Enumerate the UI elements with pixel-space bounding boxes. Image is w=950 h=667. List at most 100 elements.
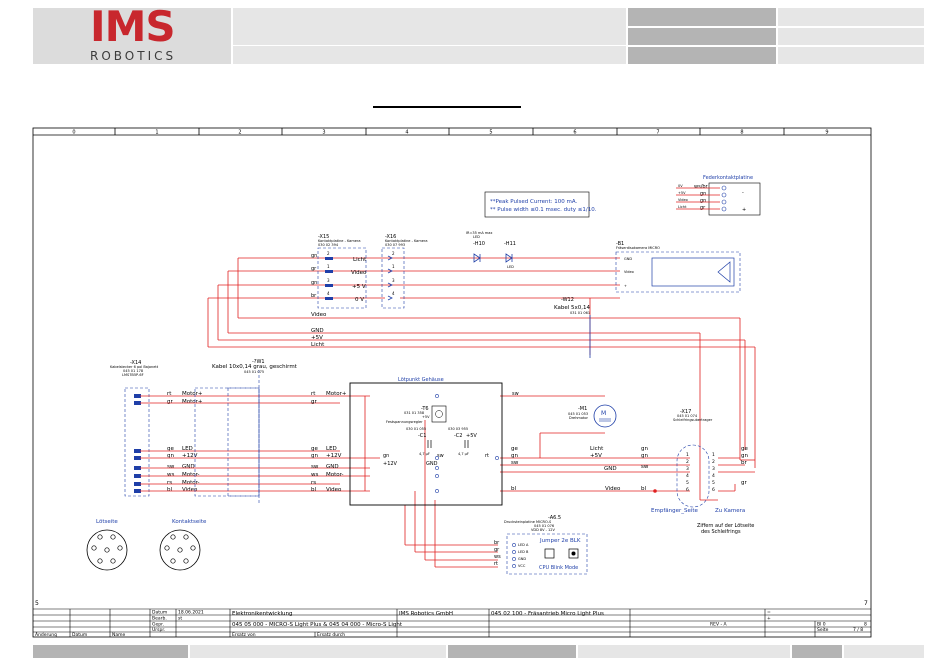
housing-sw-top: sw [512, 391, 519, 397]
x17-kamera-label: Zu Kamera [715, 508, 745, 514]
b1-ref: -B1 [616, 241, 624, 247]
c2-ref: -C2 [454, 433, 462, 439]
x16-pin: 3 [392, 278, 395, 283]
logo-robotics-text: ROBOTICS [90, 49, 177, 63]
a65-pin: GND [518, 557, 526, 561]
footer-field-4 [578, 645, 790, 658]
x14-desc1: Kabelstecker 6 pol Bajonett [110, 365, 159, 369]
x17-out-color: br [741, 460, 747, 466]
led-spec1: IR=35 mA max [466, 231, 493, 235]
x15-pin: 3 [327, 278, 330, 283]
right-signal: Video [605, 486, 621, 492]
x17-pin: 2 [712, 459, 715, 465]
bus-video-label: Video [311, 312, 327, 318]
led-h11-ref: -H11 [504, 241, 516, 247]
tb-seite-n: 7 / 8 [853, 627, 863, 633]
x14-color: ws [167, 472, 174, 478]
loetseite-label: Lötseite [96, 519, 118, 525]
tb-company: IMS Robotics GmbH [399, 611, 453, 617]
x17-pin: 5 [712, 480, 715, 486]
x15-desc2: 030 02 394 [318, 243, 339, 247]
w12-desc: Kabel 5x0,14 [554, 305, 591, 311]
x17-out-color: gr [741, 480, 747, 486]
x17-ziffern-2: des Schleifrings [701, 529, 741, 535]
connector-loetseite: Lötseite [86, 519, 128, 571]
mid-signal: LED [326, 446, 337, 452]
x16-pin: 4 [392, 291, 395, 296]
tb-ersatz-von: Ersatz von [232, 632, 256, 638]
right-signal: GND [604, 466, 617, 472]
x17-pin: 1 [686, 452, 689, 458]
x14-signal: Motor- [182, 480, 200, 486]
x14-color: rt [167, 391, 172, 397]
w1-desc: Kabel 10x0,14 grau, geschirmt [212, 364, 298, 370]
x17-num: 045 01 074 [677, 414, 698, 418]
tb-bearb-label: Bearb. [152, 616, 167, 622]
x17-desc: Schleifringsubertrager [673, 418, 713, 422]
footer-field-1 [33, 645, 188, 658]
header-logo-panel [33, 8, 231, 64]
x15-signal: Video [351, 270, 367, 276]
c2-volt: +5V [466, 433, 477, 439]
footer-field-3 [448, 645, 576, 658]
x14-signal: Motor- [182, 472, 200, 478]
tb-urspr-label: Urspr. [152, 627, 165, 633]
tb-rev: REV - A [710, 622, 728, 628]
w1-cable [194, 370, 260, 505]
fkp-row-label: +5V [678, 191, 686, 195]
m1-desc: Drehmotor [569, 416, 588, 420]
fkp-color: gr [700, 205, 706, 211]
right-color: bl [511, 486, 516, 492]
x14-signal: +12V [182, 453, 198, 459]
x17-in-color: sw [641, 464, 649, 470]
col-label: 3 [322, 130, 325, 136]
a65-jumper: Jumper 2e BLK [539, 538, 581, 544]
slip-ring-x17: -X17 045 01 074 Schleifringsubertrager 1… [651, 409, 754, 535]
header-field-6 [778, 8, 924, 26]
fkp-color: gn [700, 191, 706, 197]
fkp-row-label: 0V [678, 184, 683, 188]
x14-desc3: LMS7B5P-6F [122, 373, 144, 377]
chip-icon [544, 548, 555, 559]
title-block-text: Datum 18.06.2021 Bearb. st Gepr. Urspr. … [35, 610, 867, 639]
a65-ref: -A6.5 [548, 515, 561, 521]
x15-ref: -X15 [318, 234, 329, 240]
x16-desc2: 030 07 993 [385, 243, 405, 247]
right-signal: +5V [590, 453, 602, 459]
x15-color: br [311, 293, 317, 299]
kontaktseite-label: Kontaktseite [172, 519, 207, 525]
x17-out-color: gn [741, 453, 748, 459]
x17-pin: 4 [686, 473, 689, 479]
t6-desc: Festspannungsregler [386, 420, 423, 424]
col-label: 8 [740, 130, 743, 136]
a65-mode: CPU Blink Mode [539, 565, 578, 571]
col-label: 7 [656, 130, 659, 136]
mid-color: rs [311, 480, 316, 486]
x14-signal: GND [182, 464, 195, 470]
a65-desc2: 045 01 076 [534, 524, 554, 528]
x15-signal: +5 V [352, 284, 366, 290]
right-signal: Licht [590, 446, 604, 452]
fkp-row-label: Video [678, 198, 688, 202]
header-field-3 [628, 8, 776, 26]
fkp-color: gn [700, 198, 706, 204]
x17-pin: 3 [686, 466, 689, 472]
title-underline [373, 106, 521, 108]
fkp-row-label: Licht [678, 205, 687, 209]
connector-kontaktseite: Kontaktseite [159, 519, 207, 571]
x17-ref: -X17 [680, 409, 691, 415]
fkp-color: ws/br [694, 184, 709, 190]
x16-desc1: Kontaktplatine - Kamera [385, 239, 427, 243]
peak-note-line2: ** Pulse width ≤0.1 msec. duty ≤1/10. [490, 207, 597, 213]
tb-aenderung: Änderung [35, 631, 57, 638]
title-block [33, 608, 871, 637]
a65-wire-color: ws [494, 554, 501, 560]
mid-signal: +12V [326, 453, 342, 459]
bus-licht-label: Licht [311, 342, 325, 348]
col-label: 2 [238, 130, 241, 136]
housing-gn: gn [383, 453, 389, 459]
b1-desc: Fräserdisokamera MICRO [616, 246, 660, 250]
x14-ref: -X14 [130, 360, 141, 366]
tb-datum2: Datum [72, 632, 87, 638]
tb-bearb-val: st [178, 616, 182, 622]
